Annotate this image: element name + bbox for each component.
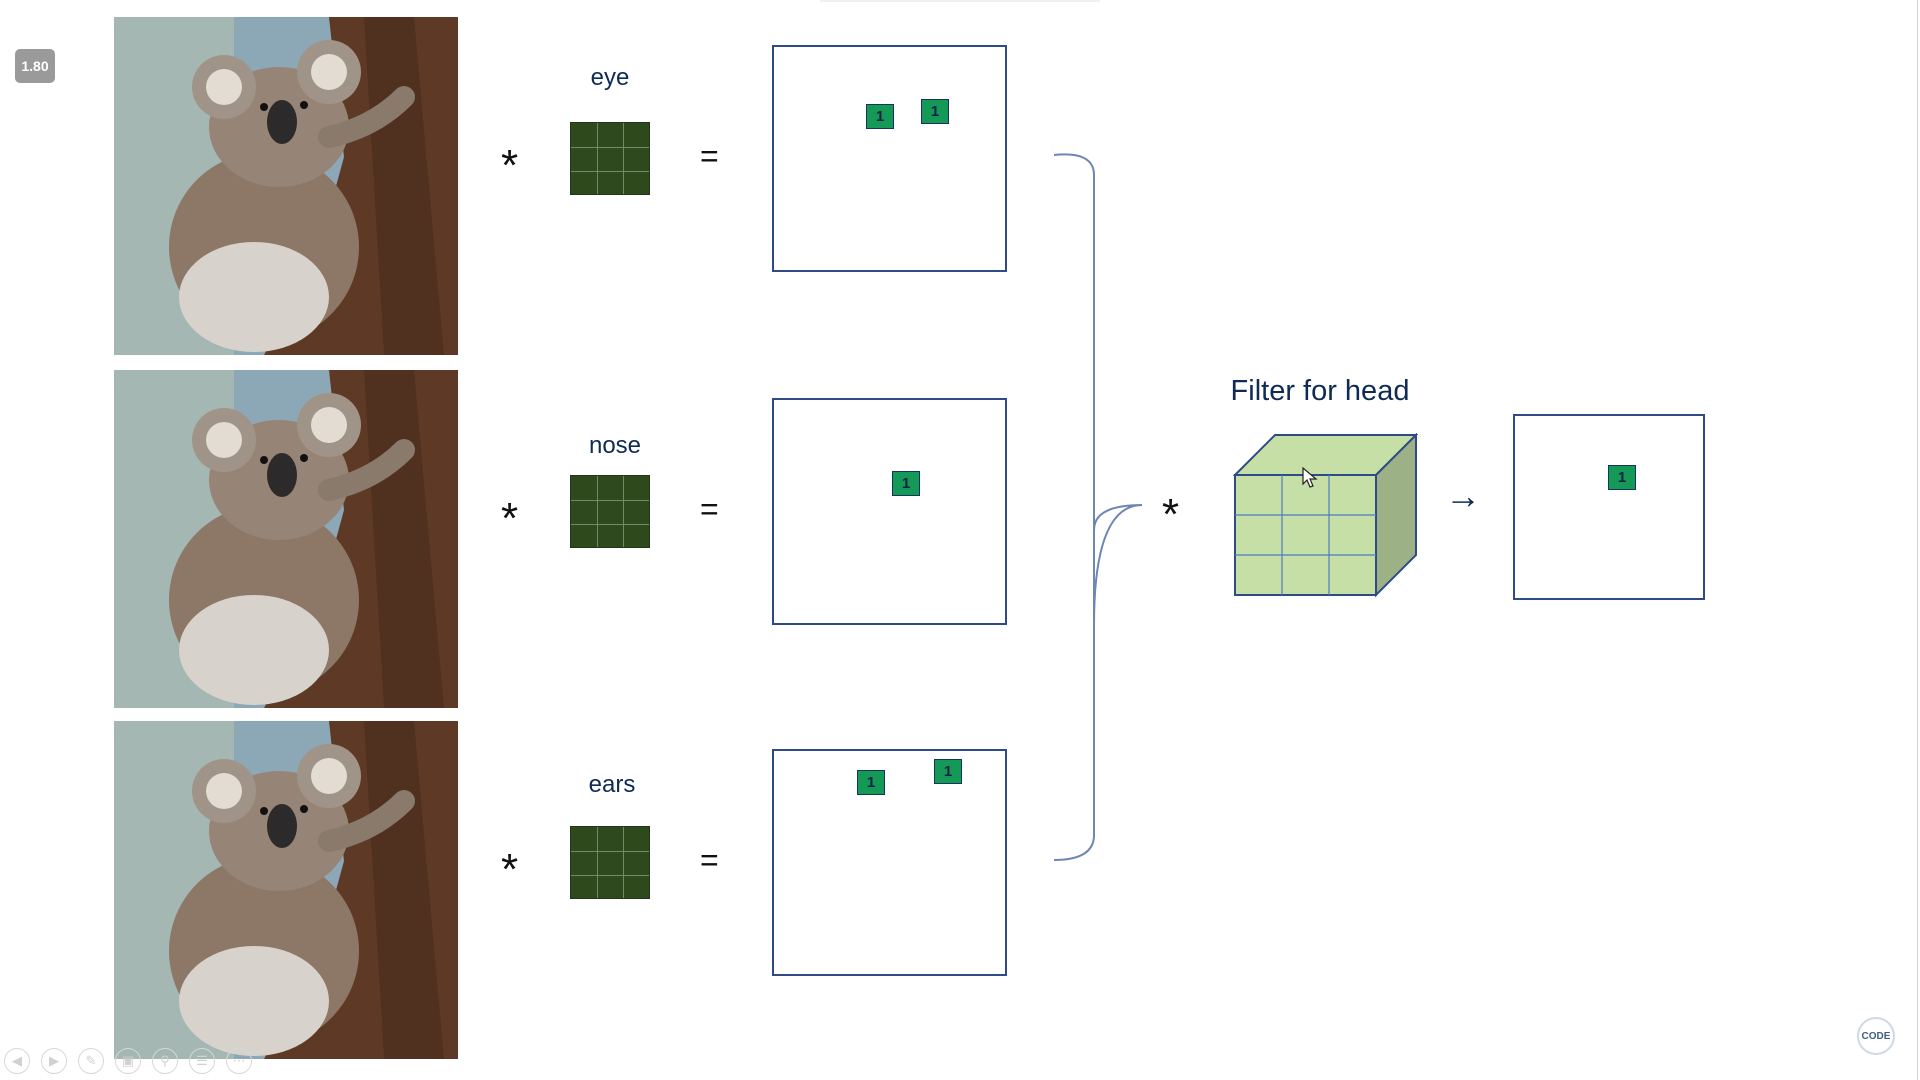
koala-photo: [114, 370, 458, 708]
eye-feature-map: 1 1: [772, 45, 1007, 272]
convolution-operator: *: [501, 494, 519, 543]
activation-cell: 1: [921, 99, 949, 124]
convolution-operator: *: [1162, 490, 1180, 539]
filter-label-eye: eye: [590, 64, 630, 91]
previous-icon[interactable]: ◀: [4, 1048, 30, 1074]
ears-feature-map: 1 1: [772, 749, 1007, 976]
head-filter-title: Filter for head: [1230, 375, 1410, 407]
koala-photo: [114, 17, 458, 355]
nose-feature-map: 1: [772, 398, 1007, 625]
activation-cell: 1: [866, 104, 894, 129]
filter-label-nose: nose: [588, 432, 642, 459]
right-edge-divider: [1917, 0, 1918, 1080]
slides-icon[interactable]: ▣: [115, 1048, 141, 1074]
head-filter-cube: [1233, 433, 1418, 598]
convolution-operator: *: [501, 141, 519, 190]
top-divider: [820, 0, 1100, 2]
pen-icon[interactable]: ✎: [78, 1048, 104, 1074]
presentation-controls: ◀ ▶ ✎ ▣ ⚲ ☰ ⋯: [4, 1048, 252, 1074]
mouse-cursor-icon: [1302, 467, 1318, 488]
filter-label-ears: ears: [588, 771, 636, 798]
equals-sign: =: [700, 138, 719, 174]
result-arrow-icon: →: [1445, 475, 1481, 516]
koala-photo: [114, 721, 458, 1059]
activation-cell: 1: [934, 759, 962, 784]
more-icon[interactable]: ⋯: [226, 1048, 252, 1074]
codebasics-logo: CODE: [1857, 1017, 1895, 1055]
menu-icon[interactable]: ☰: [189, 1048, 215, 1074]
ears-filter-kernel: [570, 826, 650, 899]
activation-cell: 1: [892, 471, 920, 496]
activation-cell: 1: [857, 770, 885, 795]
eye-filter-kernel: [570, 122, 650, 195]
equals-sign: =: [700, 842, 719, 878]
zoom-icon[interactable]: ⚲: [152, 1048, 178, 1074]
head-feature-map: 1: [1513, 414, 1705, 600]
combine-brace: [1053, 153, 1143, 861]
convolution-operator: *: [501, 845, 519, 894]
zoom-badge: 1.80: [15, 49, 55, 83]
nose-filter-kernel: [570, 475, 650, 548]
equals-sign: =: [700, 491, 719, 527]
activation-cell: 1: [1608, 465, 1636, 490]
next-icon[interactable]: ▶: [41, 1048, 67, 1074]
